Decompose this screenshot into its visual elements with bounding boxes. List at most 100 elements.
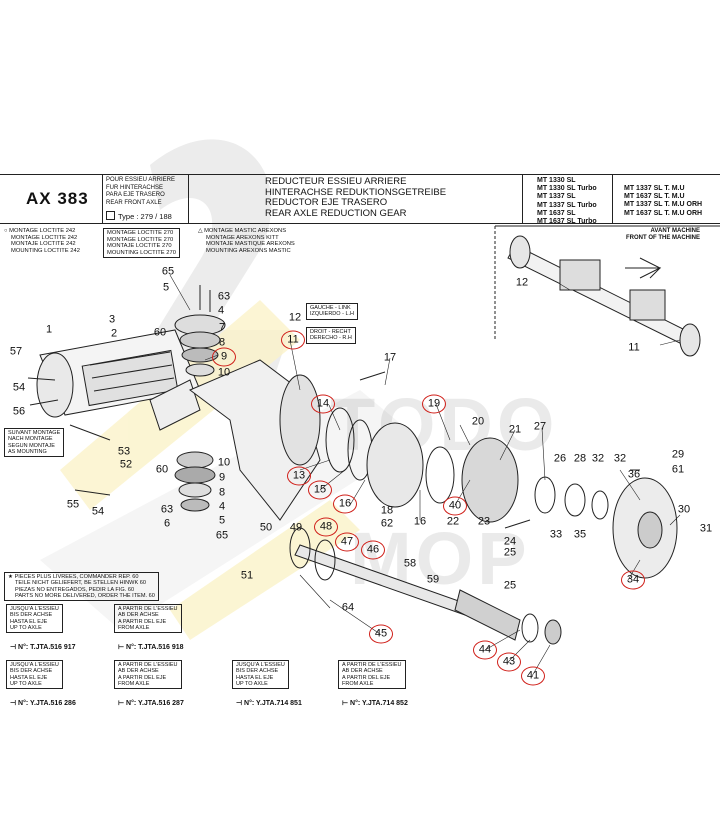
callout-45-highlighted: 45: [369, 624, 393, 644]
callout-58: 58: [403, 557, 417, 570]
callout-60b: 60: [155, 463, 169, 476]
callout-5: 5: [162, 281, 170, 294]
serial-number-2: ⊢ N°: T.JTA.516 918: [118, 644, 184, 651]
serial-number-6: ⊢ N°: Y.JTA.714 852: [342, 700, 408, 707]
callout-18: 18: [380, 504, 394, 517]
callout-27: 27: [533, 420, 547, 433]
left-side-label: GAUCHE - LINK IZQUIERDO - L.H: [306, 303, 359, 320]
callout-44-highlighted: 44: [473, 640, 497, 660]
callout-6: 6: [163, 517, 171, 530]
callout-64: 64: [341, 601, 355, 614]
models-list-left: MT 1330 SL MT 1330 SL Turbo MT 1337 SL M…: [537, 177, 597, 226]
callout-4b: 4: [218, 500, 226, 513]
left-housing-drawing: [36, 329, 201, 431]
callout-35: 35: [573, 528, 587, 541]
legend-arexons: △ MONTAGE MASTIC AREXONS MONTAGE AREXONS…: [198, 228, 295, 254]
callout-29: 29: [671, 448, 685, 461]
models-list-right: MT 1337 SL T. M.U MT 1637 SL T. M.U MT 1…: [624, 185, 703, 217]
callout-26: 26: [553, 452, 567, 465]
callout-47-highlighted: 47: [335, 532, 359, 552]
callout-50: 50: [259, 521, 273, 534]
callout-65: 65: [161, 265, 175, 278]
callout-13-highlighted: 13: [287, 466, 311, 486]
type-label: Type : 279 / 188: [106, 211, 172, 221]
callout-59: 59: [426, 573, 440, 586]
callout-34-highlighted: 34: [621, 570, 645, 590]
callout-46-highlighted: 46: [361, 540, 385, 560]
callout-63: 63: [217, 290, 231, 303]
callout-22: 22: [446, 515, 460, 528]
montage-note: SUIVANT MONTAGE NACH MONTAGE SEGUN MONTA…: [4, 428, 65, 458]
lower-gear-stack-drawing: [174, 451, 216, 512]
callout-52: 52: [119, 458, 133, 471]
callout-61: 61: [671, 463, 685, 476]
legend-loctite-242: ○ MONTAGE LOCTITE 242 MONTAGE LOCTITE 24…: [4, 228, 80, 254]
legend-loctite-270: MONTAGE LOCTITE 270 MONTAGE LOCTITE 270 …: [103, 228, 180, 259]
callout-14-highlighted: 14: [311, 394, 335, 414]
callout-60: 60: [153, 326, 167, 339]
callout-10: 10: [217, 366, 231, 379]
callout-24: 24: [503, 535, 517, 548]
callout-36: 36: [627, 468, 641, 481]
callout-16-highlighted: 16: [333, 494, 357, 514]
callout-25: 25: [503, 546, 517, 559]
callout-51: 51: [240, 569, 254, 582]
callout-19-highlighted: 19: [422, 394, 446, 414]
callout-65b: 65: [215, 529, 229, 542]
callout-3: 3: [108, 313, 116, 326]
callout-1: 1: [45, 323, 53, 336]
callout-21: 21: [508, 423, 522, 436]
callout-12: 12: [288, 311, 302, 324]
callout-40-highlighted: 40: [443, 496, 467, 516]
callout-49: 49: [289, 521, 303, 534]
front-of-machine-caption: AVANT MACHINE FRONT OF THE MACHINE: [626, 228, 700, 241]
callout-25b: 25: [503, 579, 517, 592]
serial-number-5: ⊣ N°: Y.JTA.714 851: [236, 700, 302, 707]
page-title: REDUCTEUR ESSIEU ARRIERE HINTERACHSE RED…: [265, 176, 447, 219]
callout-48-highlighted: 48: [314, 517, 338, 537]
callout-55: 55: [66, 498, 80, 511]
callout-11-highlighted: 11: [281, 330, 305, 350]
callout-5b: 5: [218, 514, 226, 527]
swivel-housing-drawing: [189, 359, 321, 521]
callout-62: 62: [380, 517, 394, 530]
callout-20: 20: [471, 415, 485, 428]
watermark-text-bottom: MOP: [350, 517, 531, 600]
diagram-code: AX 383: [26, 189, 89, 208]
callout-inset-12: 12: [515, 276, 529, 289]
bolts-drawing: [27, 371, 640, 529]
callout-9-highlighted: 9: [212, 347, 236, 367]
title-block: AX 383 POUR ESSIEU ARRIERE FUR HINTERACH…: [0, 174, 720, 226]
serial-number-1: ⊣ N°: T.JTA.516 917: [10, 644, 76, 651]
callout-7: 7: [218, 321, 226, 334]
callout-31: 31: [699, 522, 713, 535]
callout-8b: 8: [218, 486, 226, 499]
callout-56: 56: [12, 405, 26, 418]
callout-9b: 9: [218, 471, 226, 484]
drive-shaft-drawing: [289, 527, 562, 645]
callout-28: 28: [573, 452, 587, 465]
callout-57: 57: [9, 345, 23, 358]
callout-16b: 16: [413, 515, 427, 528]
serial-number-3: ⊣ N°: Y.JTA.516 286: [10, 700, 76, 707]
parts-note: ★ PIECES PLUS LIVREES, COMMANDER REP. 60…: [4, 572, 159, 602]
right-side-label: DROIT - RECHT DERECHO - R.H: [306, 327, 356, 344]
callout-8: 8: [218, 336, 226, 349]
callout-53: 53: [117, 445, 131, 458]
callout-54b: 54: [91, 505, 105, 518]
callout-33: 33: [549, 528, 563, 541]
callout-2: 2: [110, 327, 118, 340]
axle-overview-icon: [507, 235, 701, 357]
callout-30: 30: [677, 503, 691, 516]
applicability-text: POUR ESSIEU ARRIERE FUR HINTERACHSE PARA…: [106, 177, 176, 206]
callout-32: 32: [591, 452, 605, 465]
callout-4: 4: [217, 304, 225, 317]
serial-number-4: ⊢ N°: Y.JTA.516 287: [118, 700, 184, 707]
